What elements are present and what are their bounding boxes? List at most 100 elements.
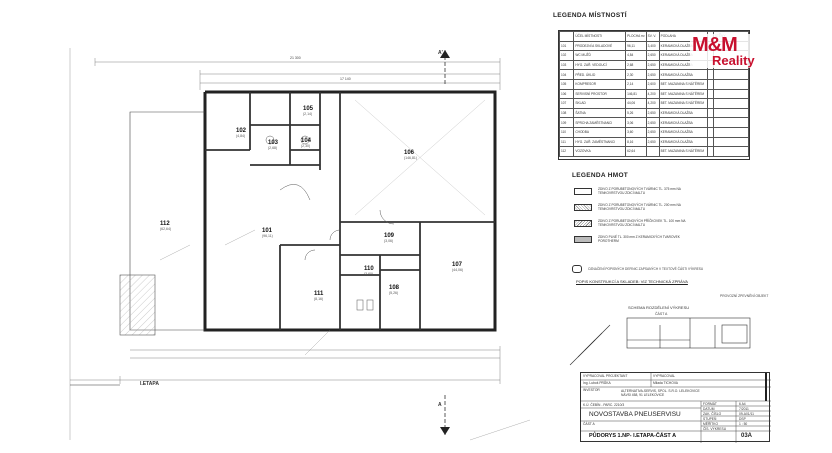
tb-value: 09-A01/11 — [739, 412, 754, 416]
table-header: SV. V. — [645, 31, 660, 42]
material-text: ZDIVO Z PORUBETONOVÝCH TVÁRNIC TL. 375 m… — [598, 187, 681, 195]
room-area: (2,30) — [301, 144, 311, 148]
room-label-104: 104 (2,30) — [301, 138, 311, 148]
table-cell: 111 — [559, 136, 575, 148]
room-label-110: 110 (3,60) — [364, 266, 374, 276]
tb-part: ČÁST A — [583, 422, 595, 426]
room-label-101: 101 (96,11) — [262, 228, 273, 238]
tb-project: NOVOSTAVBA PNEUSERVISU — [589, 411, 681, 418]
room-number: 109 — [384, 233, 395, 239]
table-cell: ŠATNA — [573, 107, 627, 119]
table-cell: 3,60 — [625, 126, 647, 138]
table-cell — [712, 69, 749, 80]
tb-label: VYPRACOVAL PROJEKTANT — [583, 374, 628, 378]
table-cell: CHODBA — [573, 126, 627, 138]
room-number: 107 — [452, 262, 463, 268]
table-cell: WC MUŽŮ — [573, 50, 627, 61]
room-area: (4,84) — [236, 134, 246, 138]
legend-materials-title: LEGENDA HMOT — [572, 172, 629, 179]
company-logo: M&M Reality — [690, 34, 757, 68]
table-header — [559, 31, 575, 42]
table-cell: 2,600 — [645, 78, 660, 90]
material-swatch — [574, 187, 592, 195]
table-cell: BET. MAZANINA S NÁTĚREM — [658, 146, 709, 157]
tb-drawing-name: PŮDORYS 1.NP- I.ETAPA-ČÁST A — [589, 433, 677, 439]
table-cell: SERVISNÍ PROSTOR — [573, 88, 627, 100]
room-number: 112 — [160, 221, 170, 227]
table-cell: BET. MAZANINA S NÁTĚREM — [658, 78, 709, 90]
tb-value: ALTERNATIVA-SERVIS, SPOL. S.R.O. LELEKOV… — [621, 389, 700, 397]
material-swatch — [574, 235, 592, 243]
room-label-103: 103 (2,68) — [268, 140, 278, 150]
room-area: (8,16) — [314, 297, 324, 301]
tb-label: ČÍS. VÝKRESU — [703, 427, 727, 431]
room-label-106: 106 (146,81) — [404, 150, 417, 160]
table-cell: 146,81 — [625, 88, 647, 100]
table-cell: 108 — [559, 107, 575, 119]
material-item: ZDIVO PLNÉ TL. 300 mm Z KERAMICKÝCH TVAR… — [574, 233, 688, 245]
table-cell: 106 — [559, 88, 575, 100]
table-cell: SKLAD — [573, 98, 627, 109]
room-number: 105 — [303, 106, 314, 112]
tb-value: DSP — [739, 417, 746, 421]
table-cell: KOMPRESOR — [573, 78, 627, 90]
material-item: ZDIVO Z PORUBETONOVÝCH TVÁRNIC TL. 375 m… — [574, 185, 688, 197]
table-header: PLOCHA m² — [625, 31, 647, 42]
room-area: (62,64) — [160, 227, 172, 231]
table-cell: BET. MAZANINA S NÁTĚREM — [658, 98, 709, 109]
table-cell: KERAMICKÁ DLAŽBA — [658, 69, 709, 80]
table-cell — [707, 146, 714, 157]
dimension-mid: 17 140 — [340, 77, 351, 81]
tb-location: K.Ú. ČEBÍN - PARC. 2210/3 — [583, 403, 625, 407]
tb-label: VYPRACOVAL — [653, 374, 676, 378]
table-cell — [712, 78, 749, 90]
room-area: (2,68) — [268, 146, 278, 150]
legend-rooms-table: ÚČEL MÍSTNOSTI PLOCHA m² SV. V. PODLAHA … — [558, 30, 750, 160]
room-area: (146,81) — [404, 156, 418, 160]
section-marker-bottom: A — [438, 402, 442, 408]
table-cell: 104 — [559, 69, 575, 80]
material-text: ZDIVO PLNÉ TL. 300 mm Z KERAMICKÝCH TVAR… — [598, 235, 680, 243]
table-cell: SPRCHA ZAMĚSTNANCI — [573, 117, 627, 128]
room-area: (3,60) — [364, 272, 374, 276]
scheme-drawing — [626, 317, 751, 349]
room-number: 106 — [404, 150, 415, 156]
room-number: 104 — [301, 138, 312, 144]
etapa-label: I.ETAPA — [140, 381, 159, 387]
material-text: ZDIVO Z PORUBETONOVÝCH TVÁRNIC TL. 200 m… — [598, 203, 681, 211]
table-cell: 4,200 — [645, 88, 660, 100]
legend-materials-list: ZDIVO Z PORUBETONOVÝCH TVÁRNIC TL. 375 m… — [574, 185, 688, 245]
table-cell: KERAMICKÁ DLAŽBA — [658, 136, 709, 148]
table-cell: 2,68 — [625, 59, 647, 71]
table-cell: 2,650 — [645, 126, 660, 138]
table-cell: 8,16 — [625, 136, 647, 148]
legend-rooms-title: LEGENDA MÍSTNOSTÍ — [553, 12, 627, 19]
construction-note-link: POPIS KONSTRUKCÍ A SKLADEB: VIZ TECHNICK… — [576, 279, 688, 284]
room-number: 101 — [262, 228, 273, 234]
room-label-105: 105 (2,14) — [303, 106, 313, 116]
room-label-102: 102 (4,84) — [236, 128, 246, 138]
tb-label: DATUM — [703, 407, 715, 411]
room-label-112: 112 (62,64) — [160, 221, 171, 231]
table-cell: 101 — [559, 40, 575, 52]
table-cell: 2,650 — [645, 50, 660, 61]
table-cell: KERAMICKÁ DLAŽBA — [658, 107, 709, 119]
table-cell — [712, 126, 749, 138]
table-cell: KERAMICKÁ DLAŽBA — [658, 117, 709, 128]
table-cell: 112 — [559, 146, 575, 157]
table-cell: 2,30 — [625, 69, 647, 80]
tb-value: Ing. Luboš PRŮKA — [583, 381, 611, 385]
tb-value: 1 : 50 — [739, 422, 748, 426]
scheme-title: SCHEMA ROZDĚLENÍ VÝKRESU — [628, 305, 690, 310]
table-cell: 2,650 — [645, 59, 660, 71]
table-cell — [712, 98, 749, 109]
table-cell: 62,64 — [625, 146, 647, 157]
table-cell: KERAMICKÁ DLAŽBA — [658, 126, 709, 138]
table-cell: 44,06 — [625, 98, 647, 109]
table-cell: VOZOVKA — [573, 146, 627, 157]
table-cell: BET. MAZANINA S NÁTĚREM — [658, 88, 709, 100]
